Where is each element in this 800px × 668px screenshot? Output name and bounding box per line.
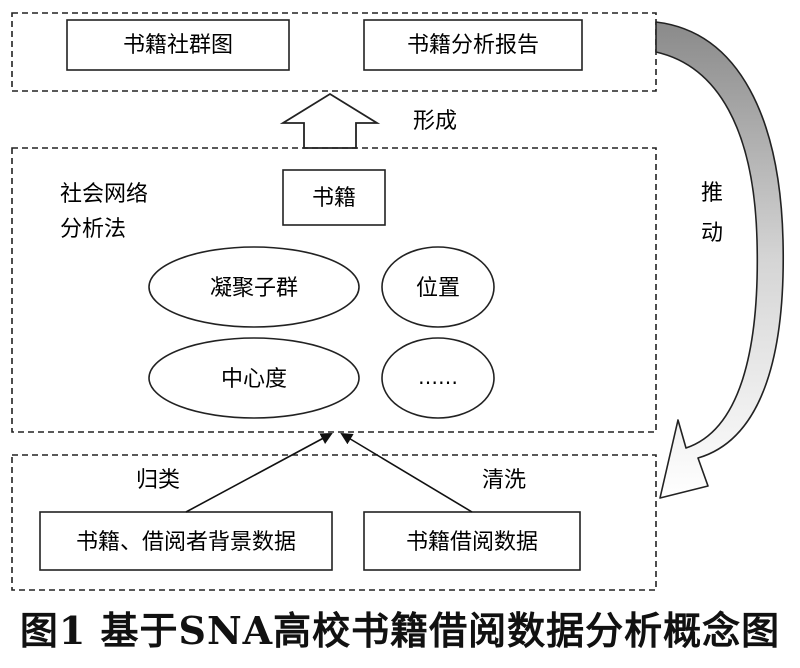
classify-label: 归类 [136, 468, 180, 493]
clean-label: 清洗 [482, 468, 526, 493]
background-data-box [39, 511, 333, 571]
ellipse-position [381, 246, 495, 328]
up-block-arrow [279, 92, 381, 149]
book-box-text: 书籍 [312, 186, 356, 211]
book-box [282, 169, 386, 226]
book-report-text: 书籍分析报告 [407, 33, 539, 58]
arrow-classify [185, 433, 333, 513]
ellipse-centrality [148, 337, 360, 419]
ellipse-centrality-text: 中心度 [221, 367, 287, 392]
concept-diagram: 书籍社群图 书籍分析报告 形成 社会网络 分析法 书籍 凝聚子群 位置 中心度 … [11, 12, 785, 591]
middle-frame [11, 147, 657, 433]
bottom-frame [11, 454, 657, 591]
ellipse-cohesive-subgroup [148, 246, 360, 328]
background-data-text: 书籍、借阅者背景数据 [76, 530, 296, 555]
book-community-text: 书籍社群图 [123, 33, 233, 58]
book-community-box [66, 19, 290, 71]
method-label-line2: 分析法 [60, 217, 126, 242]
drive-label-1: 推 [701, 181, 723, 206]
book-report-box [363, 19, 583, 71]
drive-label-2: 动 [701, 221, 723, 246]
arrow-clean [340, 432, 473, 513]
ellipse-position-text: 位置 [416, 276, 460, 301]
drive-curved-arrow [655, 21, 785, 499]
ellipse-cohesive-subgroup-text: 凝聚子群 [210, 276, 298, 301]
borrow-data-box [363, 511, 581, 571]
figure-caption: 图1 基于SNA高校书籍借阅数据分析概念图 [19, 608, 781, 653]
ellipse-etc [381, 337, 495, 419]
ellipse-etc-text: …… [418, 365, 458, 389]
borrow-data-text: 书籍借阅数据 [406, 530, 538, 555]
method-label-line1: 社会网络 [60, 182, 148, 207]
up-arrow-label: 形成 [413, 109, 457, 134]
